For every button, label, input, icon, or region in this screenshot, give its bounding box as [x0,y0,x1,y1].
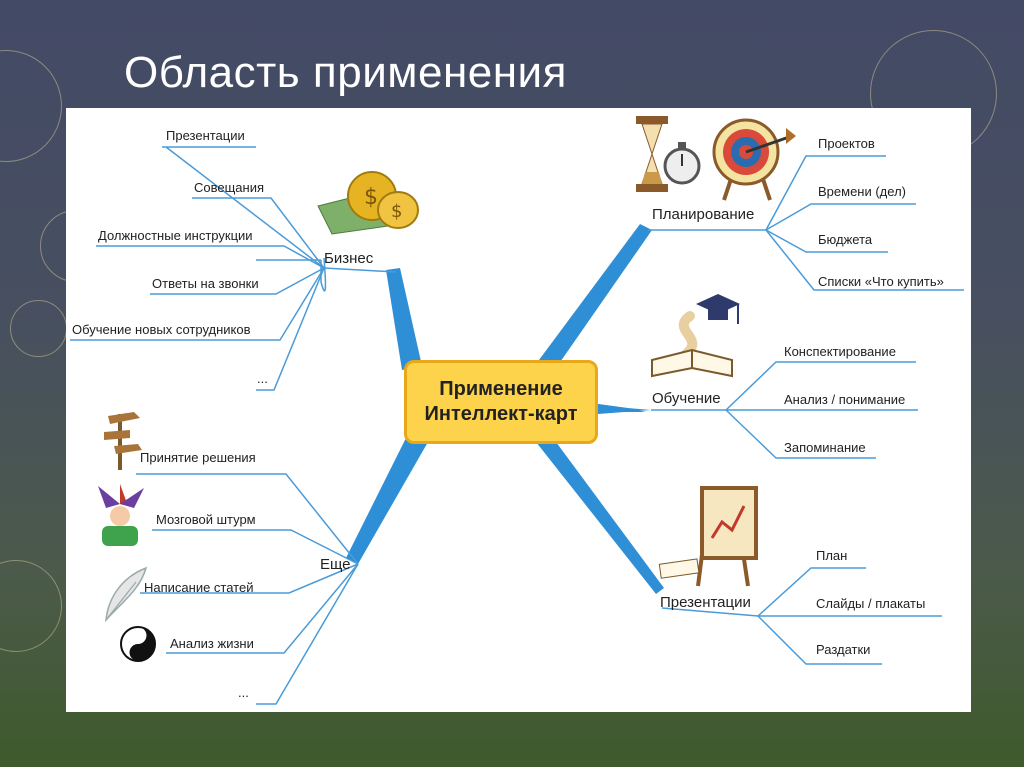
presentations-item: Раздатки [816,642,871,657]
branch-presentations: Презентации [660,594,751,611]
branch-more: Еще [320,556,351,573]
business-item: Ответы на звонки [152,276,259,291]
target-icon [712,118,796,201]
planning-item: Времени (дел) [818,184,906,199]
signpost-icon [104,412,142,470]
connector-lines [70,146,964,705]
more-item: Написание статей [144,580,254,595]
branch-planning: Планирование [652,206,755,223]
business-item: Презентации [166,128,245,143]
more-item: Анализ жизни [170,636,254,651]
branch-business: Бизнес [324,250,374,267]
center-line-1: Применение [439,378,563,400]
presentations-item: План [816,548,848,563]
more-item: Мозговой штурм [156,512,256,527]
learning-item: Анализ / понимание [784,392,906,407]
svg-text:$: $ [391,201,402,222]
business-item: ... [257,371,268,386]
learning-item: Запоминание [784,440,866,455]
center-node: Применение Интеллект-карт [404,360,598,444]
more-item: Принятие решения [140,450,256,465]
quill-icon [105,566,148,623]
book-icon [651,311,733,378]
branch-learning: Обучение [652,390,721,407]
mind-map-panel: Применение Интеллект-карт Бизнес Презент… [66,108,971,712]
jester-icon [98,484,144,546]
decor-circle [0,560,62,652]
more-item: ... [238,685,249,700]
business-item: Обучение новых сотрудников [72,322,251,337]
business-item: Должностные инструкции [98,228,253,243]
yin-yang-icon [120,626,156,662]
coins-icon: $ $ [317,171,419,235]
learning-item: Конспектирование [784,344,896,359]
graduation-cap-icon [696,294,740,324]
planning-item: Списки «Что купить» [818,274,944,289]
easel-icon [658,486,758,587]
planning-item: Проектов [818,136,875,151]
business-item: Совещания [194,180,265,195]
planning-item: Бюджета [818,232,873,247]
slide-title: Область применения [124,48,567,97]
decor-circle [10,300,67,357]
svg-text:$: $ [364,185,378,210]
stopwatch-icon [663,142,701,185]
hourglass-icon [636,116,668,192]
presentations-item: Слайды / плакаты [816,596,926,611]
decor-circle [0,50,62,162]
center-line-2: Интеллект-карт [424,403,578,425]
